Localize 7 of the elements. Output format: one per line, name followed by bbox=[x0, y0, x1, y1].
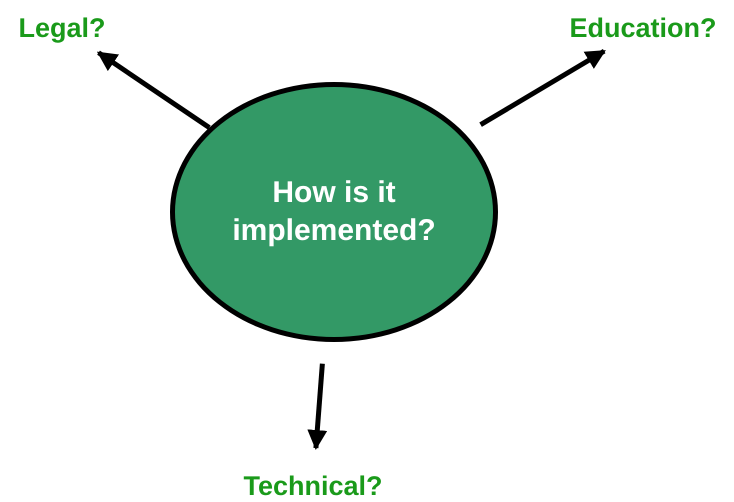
arrow bbox=[96, 50, 211, 130]
arrow bbox=[479, 48, 606, 127]
question-label: Education? bbox=[552, 10, 734, 46]
arrow bbox=[307, 364, 328, 450]
node-label: How is it implemented? bbox=[231, 175, 437, 249]
question-label: Technical? bbox=[222, 470, 404, 502]
question-label: Legal? bbox=[6, 10, 118, 46]
